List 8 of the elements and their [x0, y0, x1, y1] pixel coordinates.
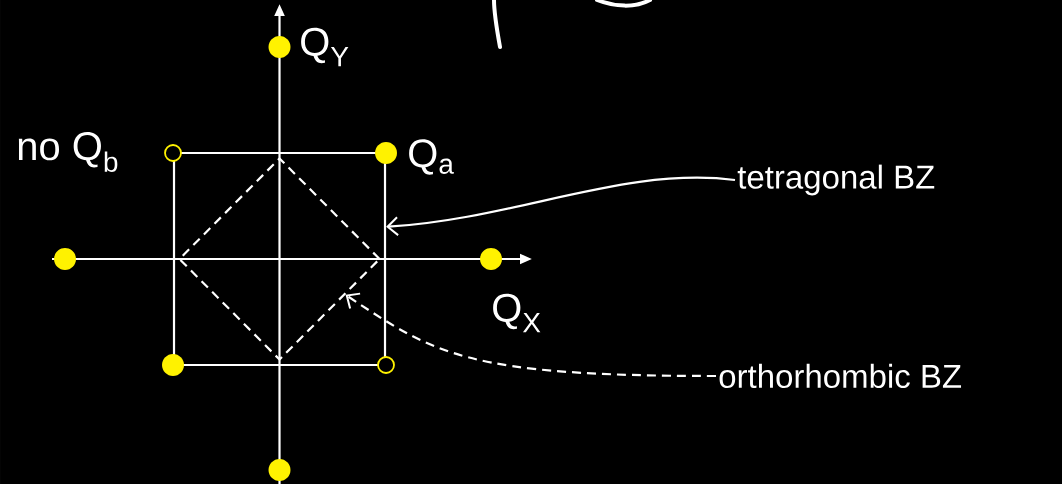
text-label: orthorhombic BZ: [719, 363, 961, 389]
leader-arrow: [345, 292, 716, 378]
leader-arrow: [386, 176, 736, 237]
text-label: tetragonal BZ: [737, 164, 935, 196]
axis-label: Q$_{Y}$: [301, 27, 349, 67]
axis-label: no Q$_{b}$: [18, 132, 118, 172]
axis-label: Q$_{a}$: [409, 139, 454, 175]
axis-label: Q$_{X}$: [493, 293, 541, 333]
